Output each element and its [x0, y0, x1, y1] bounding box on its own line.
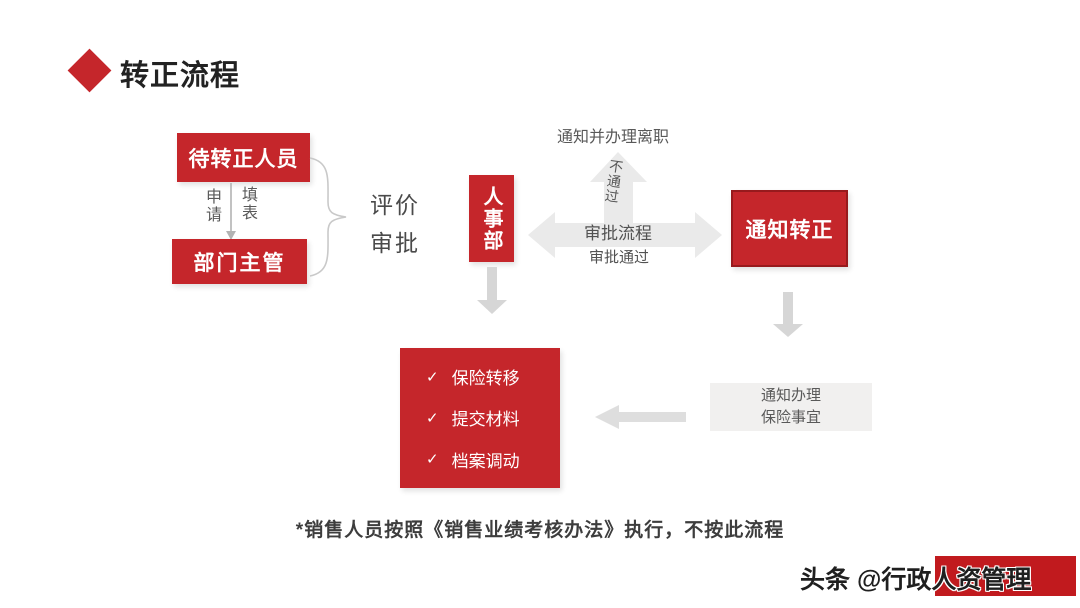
- approve-label: 审批: [370, 230, 420, 256]
- flow-box-insurance-notice: 通知办理 保险事宜: [710, 383, 872, 431]
- resign-process-label: 通知并办理离职: [557, 129, 670, 146]
- curly-brace-icon: [309, 157, 347, 277]
- evaluate-label: 评价: [370, 192, 420, 218]
- checklist-item: ✓ 档案调动: [400, 447, 560, 472]
- check-icon: ✓: [426, 409, 439, 427]
- insurance-notice-line2: 保险事宜: [760, 409, 821, 426]
- checklist-item: ✓ 保险转移: [400, 364, 560, 389]
- watermark-text: 头条 @行政人资管理: [800, 566, 1032, 594]
- checklist-item: ✓ 提交材料: [400, 405, 560, 430]
- page-title: 转正流程: [120, 60, 241, 92]
- approval-passed-label: 审批通过: [589, 249, 650, 266]
- down-arrow-icon: [773, 292, 803, 337]
- check-icon: ✓: [426, 368, 439, 386]
- down-arrow-icon: [477, 267, 507, 314]
- flow-box-checklist: ✓ 保险转移 ✓ 提交材料 ✓ 档案调动: [400, 348, 560, 488]
- flow-box-notify-regularization: 通知转正: [731, 190, 848, 267]
- checklist-item-label: 档案调动: [451, 451, 520, 471]
- check-icon: ✓: [426, 451, 439, 469]
- checklist-item-label: 保险转移: [451, 369, 520, 389]
- footnote: *销售人员按照《销售业绩考核办法》执行，不按此流程: [295, 520, 785, 541]
- thin-down-arrow-icon: [226, 183, 236, 240]
- flow-box-department-supervisor: 部门主管: [172, 239, 307, 284]
- flow-box-pending-employee: 待转正人员: [177, 133, 310, 182]
- apply-label: 申请: [203, 188, 220, 224]
- insurance-notice-line1: 通知办理: [760, 386, 821, 404]
- checklist-item-label: 提交材料: [451, 410, 520, 430]
- three-way-arrow-icon: [528, 152, 722, 258]
- fill-form-label: 填表: [239, 186, 256, 222]
- watermark-red-bar: [935, 556, 1076, 596]
- diamond-icon: [67, 48, 112, 93]
- approval-process-label: 审批流程: [584, 224, 652, 243]
- left-arrow-icon: [595, 405, 686, 429]
- flow-box-hr-department: 人事部: [469, 175, 514, 262]
